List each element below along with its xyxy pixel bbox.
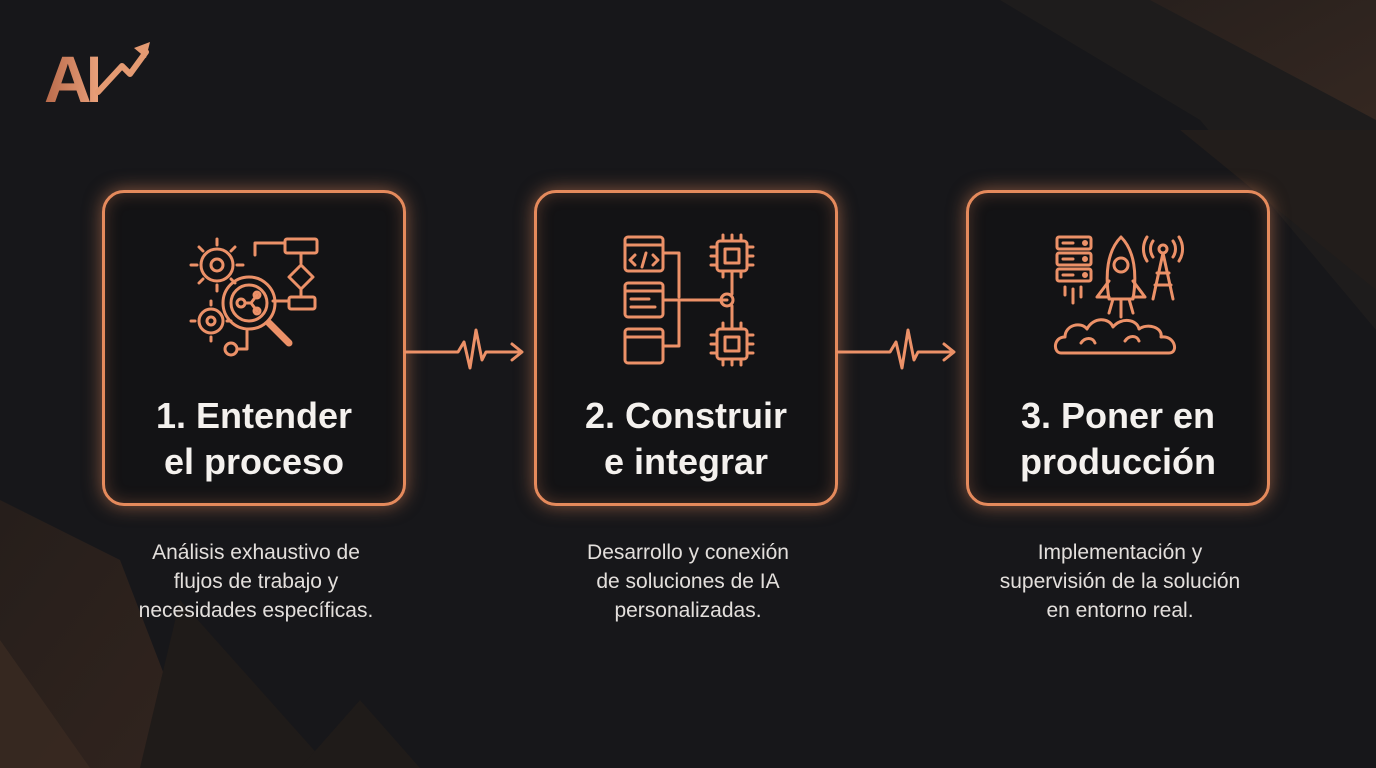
step-description-3: Implementación y supervisión de la soluc… [960, 538, 1280, 625]
rocket-launch-icon [1054, 235, 1184, 355]
step-title-3: 3. Poner en producción [969, 393, 1267, 485]
step-description-2: Desarrollo y conexión de soluciones de I… [528, 538, 848, 625]
step-title-1-line1: 1. Entender [155, 395, 353, 436]
step-description-2-line3: personalizadas. [614, 599, 762, 622]
step-description-1: Análisis exhaustivo de flujos de trabajo… [96, 538, 416, 625]
step-title-3-line2: producción [1020, 441, 1216, 482]
step-description-3-line3: en entorno real. [1046, 599, 1194, 622]
step-description-3-line2: supervisión de la solución [999, 570, 1241, 593]
step-title-2-line2: e integrar [603, 441, 769, 482]
step-description-1-line2: flujos de trabajo y [173, 570, 339, 593]
step-title-2: 2. Construir e integrar [537, 393, 835, 485]
code-integration-icon [623, 233, 755, 367]
step-description-2-line2: de soluciones de IA [596, 570, 780, 593]
trend-arrow-icon [95, 42, 150, 95]
step-title-3-line1: 3. Poner en [1020, 395, 1216, 436]
step-description-1-line3: necesidades específicas. [138, 599, 374, 622]
step-title-2-line1: 2. Construir [584, 395, 788, 436]
step-description-1-line1: Análisis exhaustivo de [152, 541, 360, 564]
logo-text: AI [44, 42, 104, 116]
process-analysis-icon [189, 237, 319, 357]
step-title-1: 1. Entender el proceso [105, 393, 403, 485]
pulse-arrow-connector [404, 328, 524, 370]
step-card-1: 1. Entender el proceso [102, 190, 406, 506]
step-description-3-line1: Implementación y [1037, 541, 1203, 564]
step-card-2: 2. Construir e integrar [534, 190, 838, 506]
brand-logo: AI [44, 40, 150, 118]
step-title-1-line2: el proceso [163, 441, 345, 482]
step-description-2-line1: Desarrollo y conexión [587, 541, 789, 564]
step-card-3: 3. Poner en producción [966, 190, 1270, 506]
pulse-arrow-connector [836, 328, 956, 370]
